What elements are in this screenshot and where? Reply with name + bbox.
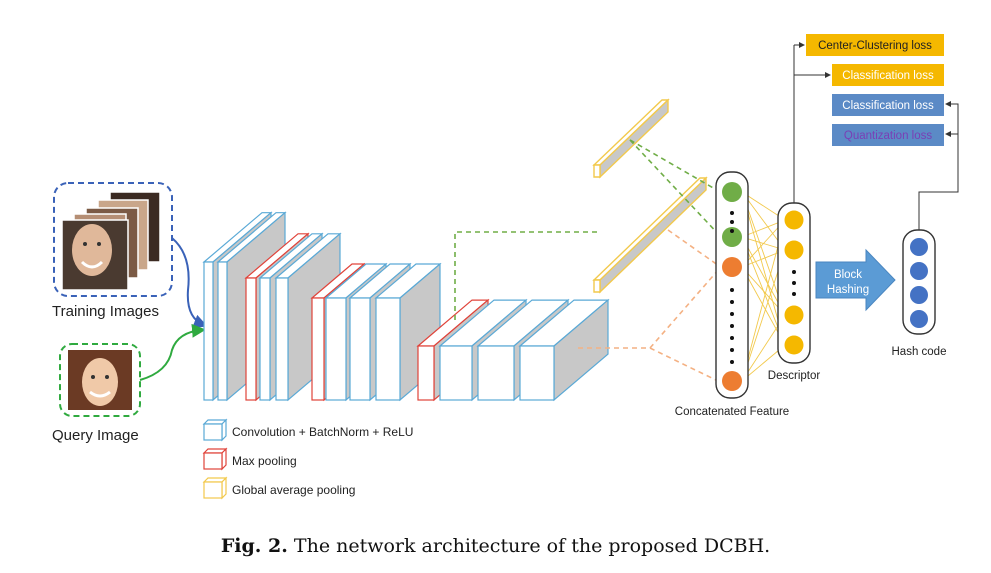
training-images-group: Training Images (52, 182, 173, 320)
query-image-frame (59, 343, 141, 417)
legend-label: Global average pooling (232, 483, 355, 497)
ellipsis-dot (730, 229, 734, 233)
hash-loss-connectors (918, 101, 959, 230)
training-images-label: Training Images (52, 303, 159, 320)
query-input-arrow (139, 323, 206, 381)
loss-box: Classification loss (832, 94, 944, 116)
diagram-background (40, 28, 970, 508)
concatenated-feature-label: Concatenated Feature (675, 406, 789, 418)
ellipsis-dot (730, 220, 734, 224)
feature-node (722, 371, 742, 391)
hash-node (910, 286, 928, 304)
ellipsis-dot (730, 348, 734, 352)
loss-box: Quantization loss (832, 124, 944, 146)
caption-prefix: Fig. 2. (220, 535, 288, 557)
loss-label: Classification loss (842, 70, 934, 82)
training-input-arrow (171, 237, 208, 328)
ellipsis-dot (730, 360, 734, 364)
descriptor-column: Descriptor (768, 202, 821, 382)
query-image-label: Query Image (52, 427, 139, 444)
ellipsis-dot (730, 324, 734, 328)
legend-item: Global average pooling (202, 476, 355, 500)
concatenated-feature-box (715, 171, 749, 399)
legend-swatch (203, 423, 223, 441)
hash-code-column: Hash code (892, 229, 947, 358)
conv-block (518, 298, 610, 402)
loss-box: Classification loss (832, 64, 944, 86)
descriptor-loss-connectors (793, 42, 831, 203)
legend-item: Max pooling (202, 447, 297, 471)
block-hashing-arrow: Block Hashing (815, 248, 896, 312)
training-images-frame (53, 182, 173, 297)
feature-node (722, 257, 742, 277)
dashed-connector-green (454, 231, 598, 320)
ellipsis-dot (730, 336, 734, 340)
loss-label: Center-Clustering loss (818, 40, 932, 52)
legend-swatch (203, 452, 223, 470)
legend-item: Convolution + BatchNorm + ReLU (202, 418, 413, 442)
loss-label: Quantization loss (844, 130, 932, 142)
figure-caption: Fig. 2. The network architecture of the … (0, 535, 991, 557)
block-hashing-label-line2: Hashing (827, 284, 869, 296)
loss-box: Center-Clustering loss (806, 34, 944, 56)
ellipsis-dot (730, 312, 734, 316)
cnn-layers (202, 211, 610, 402)
legend-label: Max pooling (232, 454, 297, 468)
legend-label: Convolution + BatchNorm + ReLU (232, 425, 413, 439)
feature-node (722, 182, 742, 202)
caption-text: The network architecture of the proposed… (287, 535, 771, 557)
global-average-pooling-bars (592, 98, 708, 294)
hash-node (910, 262, 928, 280)
ellipsis-dot (730, 288, 734, 292)
ellipsis-dot (730, 300, 734, 304)
gap-to-feature-connectors (629, 139, 723, 383)
concatenated-feature-column: Concatenated Feature (675, 171, 789, 418)
descriptor-label: Descriptor (768, 370, 821, 382)
legend: Convolution + BatchNorm + ReLU Max poolin… (202, 418, 413, 500)
hash-node (910, 310, 928, 328)
descriptor-node (784, 240, 804, 260)
descriptor-node (784, 335, 804, 355)
ellipsis-dot (730, 211, 734, 215)
hash-node (910, 238, 928, 256)
loss-label: Classification loss (842, 100, 934, 112)
query-image-group: Query Image (52, 343, 141, 444)
network-architecture-diagram: Training Images Query Image (40, 28, 970, 508)
feature-ellipsis-dots (730, 211, 734, 364)
legend-swatch (203, 481, 223, 499)
hash-code-label: Hash code (892, 346, 947, 358)
descriptor-node (784, 305, 804, 325)
block-hashing-label-line1: Block (834, 269, 862, 281)
descriptor-node (784, 210, 804, 230)
feature-node (722, 227, 742, 247)
